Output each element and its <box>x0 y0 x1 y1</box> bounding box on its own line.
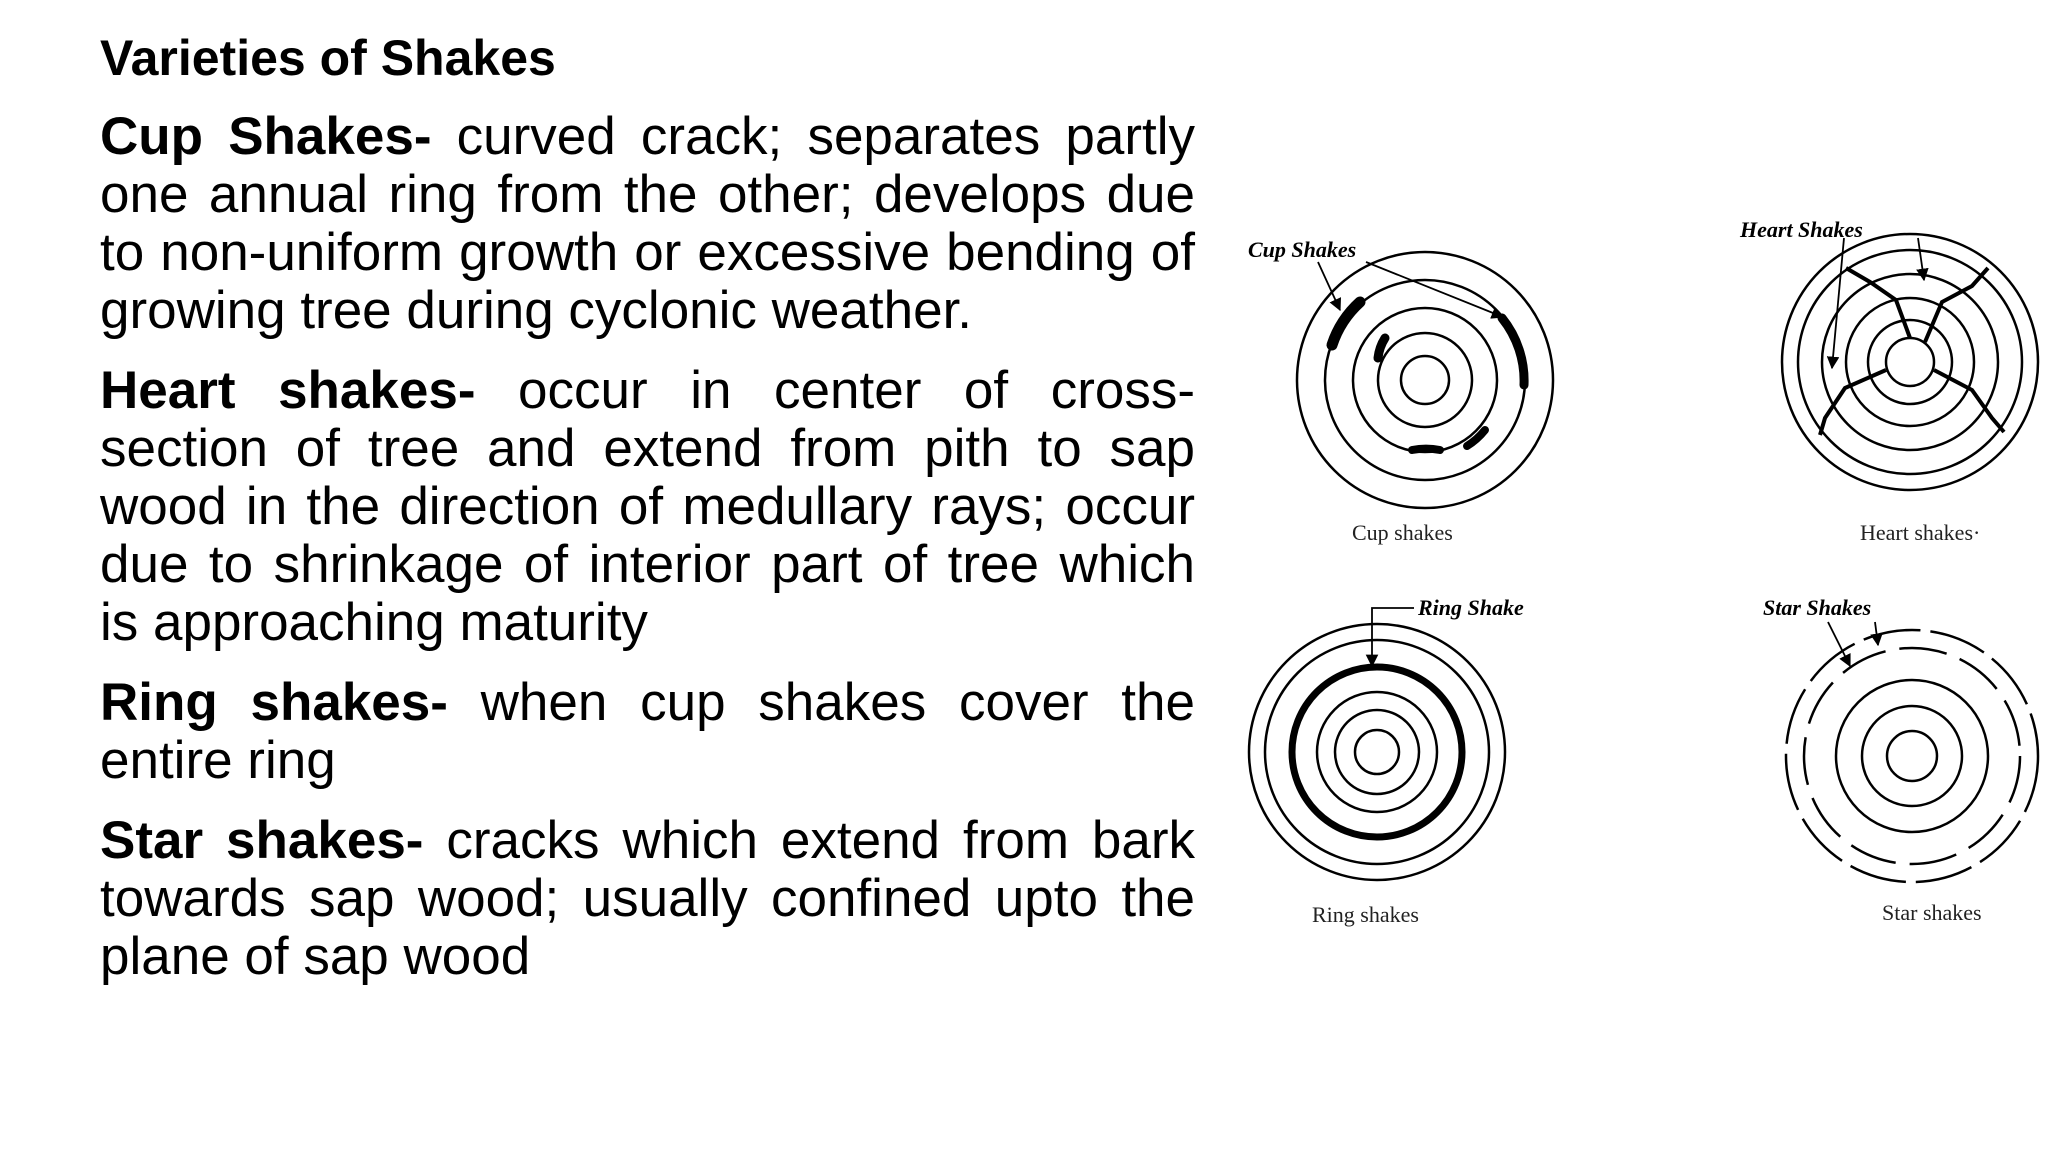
heart-shakes-label: Heart Shakes <box>1739 217 1863 242</box>
star-shakes-diagram <box>1784 621 2040 884</box>
star-shakes-caption: Star shakes <box>1882 900 1982 925</box>
cup-crack-outer-left <box>1326 296 1366 351</box>
cup-crack-outer-right <box>1497 313 1529 390</box>
cup-crack-bottom <box>1408 444 1444 454</box>
ring-shakes-description: when cup shakes cover the entire ring <box>100 673 1195 790</box>
ring-shakes-term: Ring shakes- <box>100 673 448 732</box>
cup-shakes-caption: Cup shakes <box>1352 520 1453 545</box>
cup-crack-mid-right <box>1463 426 1489 450</box>
star-shakes-paragraph: Star shakes- cracks which extend from ba… <box>100 812 1195 986</box>
shakes-diagram: Cup Shakes Cup shakes Heart Shakes Heart… <box>1247 217 2040 927</box>
star-shakes-label: Star Shakes <box>1763 595 1871 620</box>
star-shakes-description: cracks which extend from bark towards sa… <box>100 811 1196 986</box>
cup-shakes-term: Cup Shakes- <box>100 107 432 166</box>
heart-shakes-paragraph: Heart shakes- occur in center of cross-s… <box>100 362 1195 652</box>
text-column: Cup Shakes- curved crack; separates part… <box>100 108 1195 1008</box>
star-shakes-term: Star shakes- <box>100 811 424 870</box>
slide-title: Varieties of Shakes <box>100 30 556 86</box>
heart-shakes-diagram <box>1780 232 2040 492</box>
ring-shakes-diagram <box>1247 607 1507 882</box>
ring-shake-label: Ring Shake <box>1417 595 1524 620</box>
cup-shakes-diagram <box>1295 250 1555 510</box>
heart-shakes-description: occur in center of cross-section of tree… <box>100 361 1195 652</box>
heart-shakes-term: Heart shakes- <box>100 361 476 420</box>
heart-shakes-caption: Heart shakes· <box>1860 520 1980 545</box>
cup-shakes-description: curved crack; separates partly one annua… <box>100 107 1195 340</box>
cup-shakes-label: Cup Shakes <box>1248 237 1356 262</box>
ring-shakes-paragraph: Ring shakes- when cup shakes cover the e… <box>100 674 1195 790</box>
cup-shakes-paragraph: Cup Shakes- curved crack; separates part… <box>100 108 1195 340</box>
ring-shakes-caption: Ring shakes <box>1312 902 1419 927</box>
shakes-figure: Cup Shakes Cup shakes Heart Shakes Heart… <box>1220 190 2040 950</box>
cup-crack-inner <box>1373 333 1390 363</box>
